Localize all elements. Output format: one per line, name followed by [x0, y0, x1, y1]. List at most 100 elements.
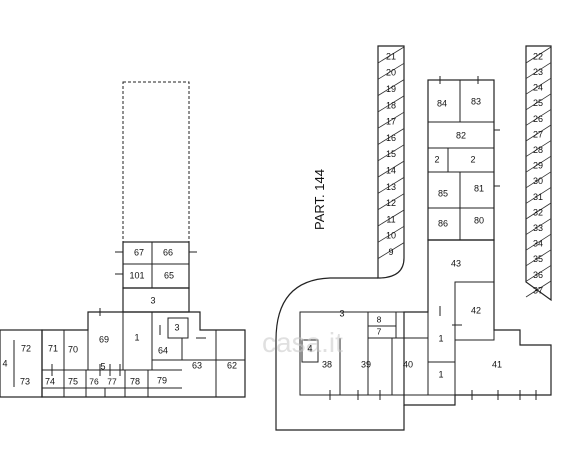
room-label: 63 [192, 360, 202, 370]
parking-divider [525, 249, 552, 267]
room-label: 39 [361, 359, 371, 369]
parking-divider [377, 46, 405, 64]
room-label: 2 [470, 154, 475, 164]
parking-label: 24 [533, 83, 543, 93]
parking-divider [377, 62, 405, 80]
watermark: casa.it [262, 327, 343, 358]
parking-label: 27 [533, 129, 543, 139]
parking-divider [525, 109, 552, 126]
parking-label: 36 [533, 270, 543, 280]
parking-label: 14 [386, 165, 396, 175]
parking-label: 10 [386, 231, 396, 241]
main-body [41, 311, 246, 398]
parking-label: 16 [386, 133, 396, 143]
room-label: 81 [474, 183, 484, 193]
room-label: 43 [451, 258, 461, 268]
room-label: 5 [100, 361, 105, 371]
parking-divider [377, 95, 405, 113]
parking-divider [525, 62, 552, 79]
parking-label: 9 [388, 247, 393, 257]
parking-divider [525, 46, 552, 64]
parking-label: 17 [386, 117, 396, 127]
room-label: 62 [227, 360, 237, 370]
room-label: 1 [134, 332, 139, 342]
room-label: 85 [438, 188, 448, 198]
room-label: 38 [322, 359, 332, 369]
room-label: 77 [107, 376, 117, 386]
parking-label: 19 [386, 84, 396, 94]
parking-label: 28 [533, 145, 543, 155]
parking-divider [377, 160, 405, 178]
parking-divider [377, 242, 405, 259]
parking-label: 25 [533, 98, 543, 108]
room-label: 1 [438, 333, 443, 343]
parking-label: 34 [533, 239, 543, 249]
parking-divider [377, 144, 405, 162]
parking-divider [377, 128, 405, 145]
room-label: 7 [377, 326, 382, 336]
parking-label: 32 [533, 207, 543, 217]
room-label: 86 [438, 218, 448, 228]
room-label: 2 [434, 154, 439, 164]
room-label: 83 [471, 96, 481, 106]
parking-label: 30 [533, 176, 543, 186]
parking-label: 33 [533, 223, 543, 233]
room-label: 76 [89, 376, 99, 386]
parking-label: 31 [533, 192, 543, 202]
right-block [275, 45, 552, 431]
room-label: 69 [99, 334, 109, 344]
outer-boundary [275, 277, 405, 431]
parking-divider [377, 209, 405, 227]
room-label: 73 [20, 376, 30, 386]
room-4-bay [0, 329, 43, 398]
parking-divider [377, 79, 405, 96]
tower [122, 241, 190, 289]
room-label: 79 [157, 375, 167, 385]
parking-label: 15 [386, 149, 396, 159]
room-label: 71 [48, 343, 58, 353]
parking-label: 20 [386, 68, 396, 78]
parking-label: 11 [386, 214, 395, 224]
room-label: 4 [307, 343, 312, 353]
parking-divider [377, 193, 405, 211]
parking-label: 12 [386, 198, 396, 208]
parking-divider [525, 218, 552, 235]
room-label: 78 [130, 376, 140, 386]
left-block [0, 81, 246, 398]
parking-divider [525, 233, 552, 251]
room-label: 72 [21, 343, 31, 353]
parking-divider [525, 202, 552, 220]
room-label: 42 [471, 305, 481, 315]
room-label: 3 [150, 295, 155, 305]
room-3-upper [122, 287, 190, 313]
room-label: 66 [163, 247, 173, 257]
parking-divider [525, 93, 552, 111]
parking-divider [525, 77, 552, 95]
parking-divider [525, 155, 552, 173]
parking-label: 37 [533, 285, 543, 295]
parking-label: 18 [386, 100, 396, 110]
room-label: 3 [339, 308, 344, 318]
parking-divider [525, 124, 552, 142]
room-label: 41 [492, 359, 502, 369]
room-label: 64 [158, 345, 168, 355]
room-label: 4 [2, 358, 7, 368]
room-label: 1 [438, 369, 443, 379]
parking-divider [377, 225, 405, 243]
parking-label: 35 [533, 254, 543, 264]
parking-divider [525, 171, 552, 189]
parking-divider [525, 265, 552, 282]
part-title: PART. 144 [312, 169, 327, 230]
room-label: 40 [403, 359, 413, 369]
parking-divider [525, 187, 552, 204]
parking-label: 29 [533, 161, 543, 171]
room-label: 80 [474, 215, 484, 225]
lower-area [403, 239, 552, 406]
parking-divider [377, 111, 405, 129]
room-label: 3 [174, 322, 179, 332]
room-label: 67 [134, 247, 144, 257]
room-label: 75 [68, 376, 78, 386]
parking-label: 23 [533, 67, 543, 77]
room-label: 82 [456, 130, 466, 140]
